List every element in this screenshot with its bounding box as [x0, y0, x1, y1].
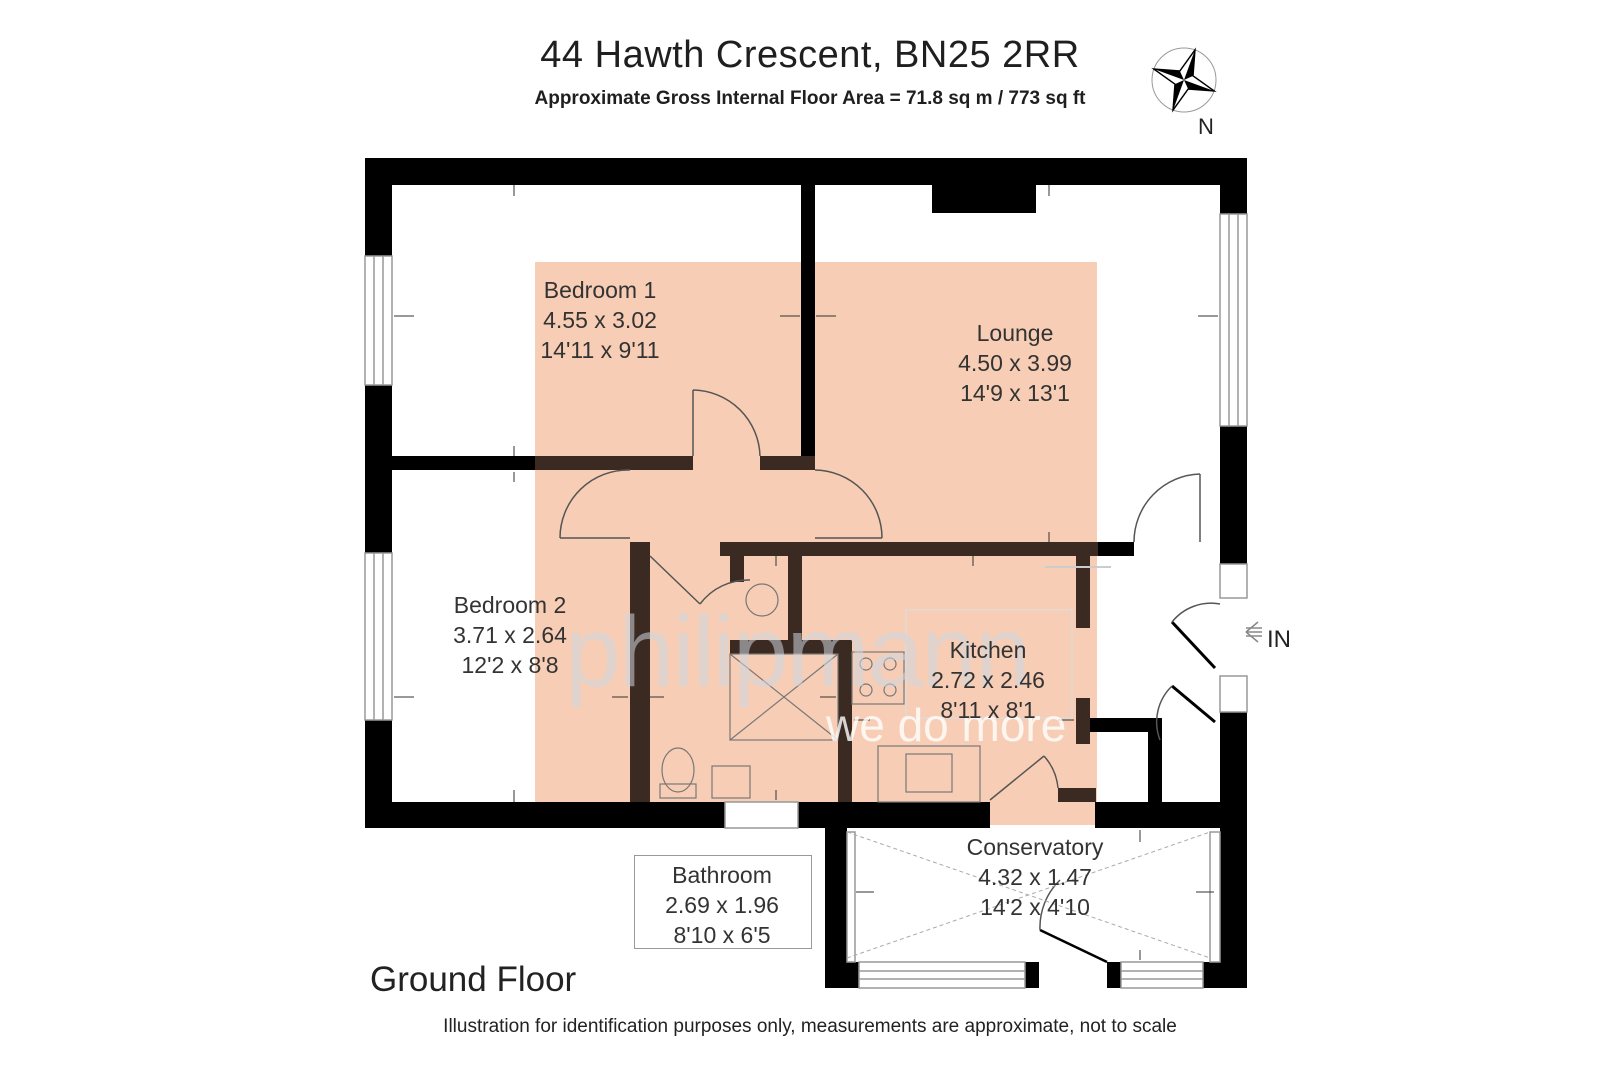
room-name: Bedroom 1	[543, 277, 657, 303]
room-bedroom-2: Bedroom 2 3.71 x 2.64 12'2 x 8'8	[430, 590, 590, 680]
floor-area-subtitle: Approximate Gross Internal Floor Area = …	[534, 88, 1086, 109]
room-name: Bedroom 2	[453, 592, 567, 618]
room-imperial: 8'10 x 6'5	[673, 922, 771, 948]
room-name: Conservatory	[966, 834, 1104, 860]
conservatory-walls	[825, 828, 1247, 988]
room-lounge: Lounge 4.50 x 3.99 14'9 x 13'1	[935, 318, 1095, 408]
plan-title: 44 Hawth Crescent, BN25 2RR	[540, 34, 1080, 76]
exterior-walls	[365, 158, 1247, 836]
room-imperial: 14'2 x 4'10	[980, 894, 1090, 920]
bathroom-label-box	[634, 855, 812, 949]
room-bedroom-1: Bedroom 1 4.55 x 3.02 14'11 x 9'11	[520, 275, 680, 365]
room-metric: 4.55 x 3.02	[543, 307, 657, 333]
room-conservatory: Conservatory 4.32 x 1.47 14'2 x 4'10	[945, 832, 1125, 922]
room-metric: 3.71 x 2.64	[453, 622, 567, 648]
compass-north-label: N	[1198, 114, 1214, 139]
windows	[364, 213, 1248, 989]
floor-label: Ground Floor	[370, 960, 577, 999]
fixtures	[659, 583, 1073, 803]
room-metric: 2.72 x 2.46	[931, 667, 1045, 693]
interior-walls	[392, 185, 1162, 802]
room-bathroom: Bathroom 2.69 x 1.96 8'10 x 6'5	[642, 860, 802, 950]
room-imperial: 14'9 x 13'1	[960, 380, 1070, 406]
room-imperial: 14'11 x 9'11	[540, 337, 660, 363]
room-metric: 4.32 x 1.47	[978, 864, 1092, 890]
room-metric: 4.50 x 3.99	[958, 350, 1072, 376]
room-imperial: 12'2 x 8'8	[461, 652, 559, 678]
entrance-label: IN	[1267, 626, 1291, 653]
watermark-brand: philipmann	[565, 596, 1031, 708]
room-metric: 2.69 x 1.96	[665, 892, 779, 918]
conservatory-roof-lines	[846, 831, 1211, 959]
arrow-left-icon	[1245, 621, 1262, 643]
watermark-tagline: we do more	[826, 699, 1067, 751]
disclaimer: Illustration for identification purposes…	[443, 1016, 1177, 1037]
door-swings	[559, 389, 1221, 964]
room-imperial: 8'11 x 8'1	[940, 697, 1036, 723]
room-name: Bathroom	[672, 862, 772, 888]
room-kitchen: Kitchen 2.72 x 2.46 8'11 x 8'1	[908, 635, 1068, 725]
room-name: Lounge	[976, 320, 1054, 346]
room-name: Kitchen	[949, 637, 1027, 663]
compass-rose-icon	[1151, 47, 1217, 113]
dimension-arrows	[394, 185, 1218, 960]
